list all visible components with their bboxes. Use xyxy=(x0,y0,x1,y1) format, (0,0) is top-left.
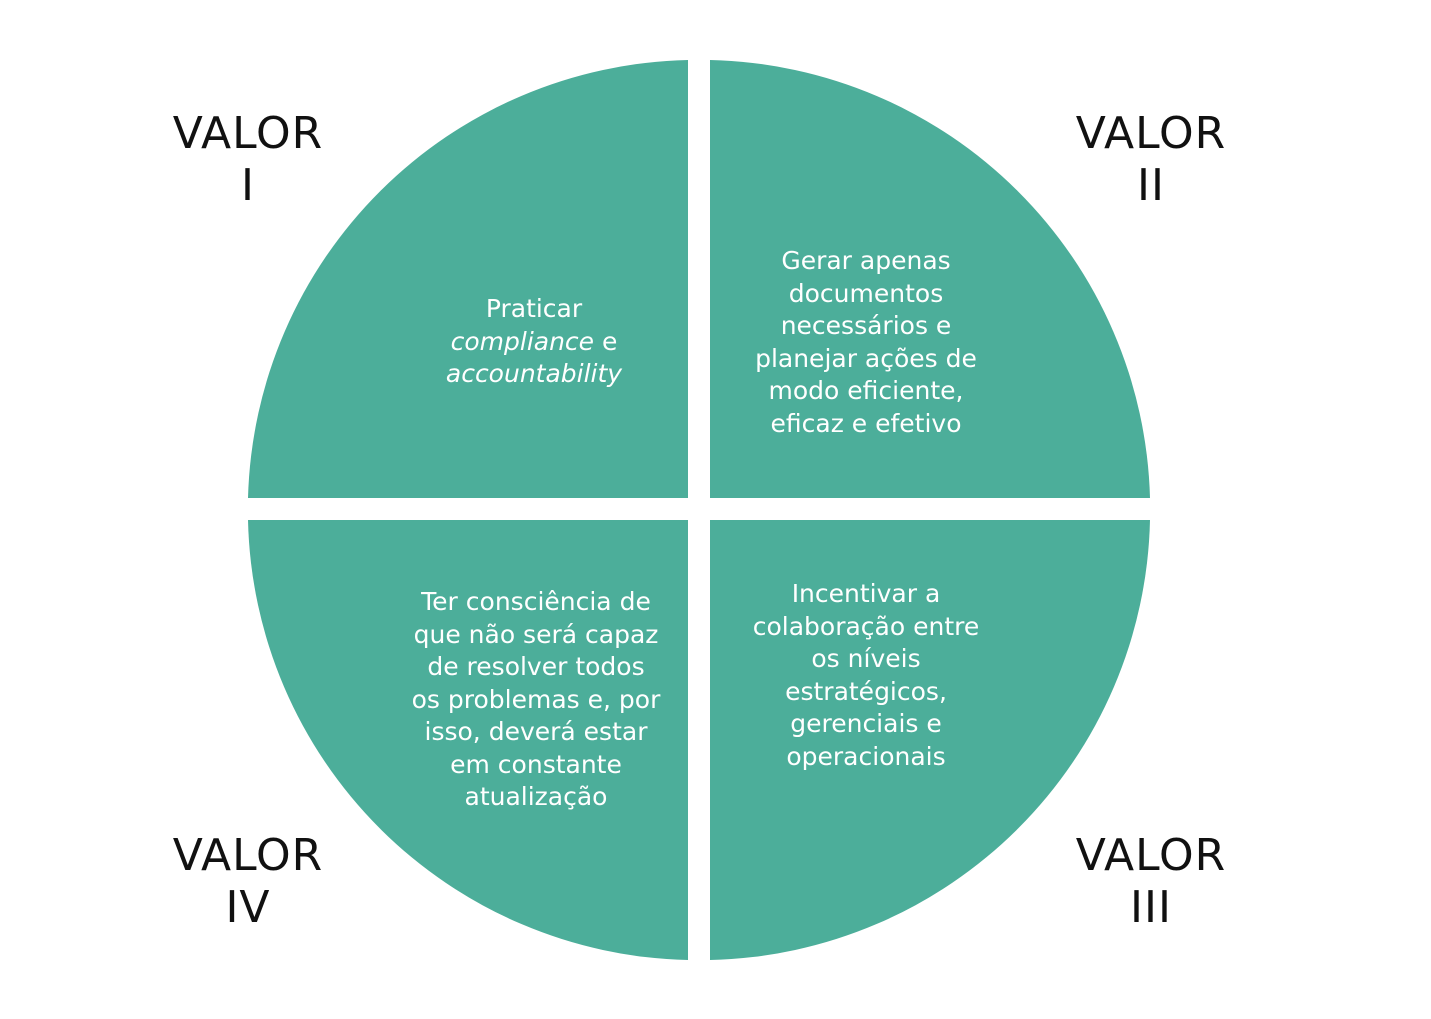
quadrant-I-text-line: Praticar xyxy=(404,293,664,326)
valor-II-numeral: II xyxy=(1137,160,1165,211)
text-run: Incentivar a xyxy=(791,579,941,608)
valor-III-label: VALOR III xyxy=(1041,830,1261,934)
quadrant-II-text-line: Gerar apenas xyxy=(726,245,1006,278)
quadrant-III-text-line: Incentivar a xyxy=(726,578,1006,611)
valor-II-label: VALOR II xyxy=(1041,108,1261,212)
quadrant-IV-text-line: em constante xyxy=(386,749,686,782)
valor-II-word: VALOR xyxy=(1075,108,1227,159)
quadrant-I-shape xyxy=(248,60,688,498)
quadrant-I-text-line: compliance e xyxy=(404,326,664,359)
text-run: operacionais xyxy=(786,741,946,771)
text-run: Ter consciência de xyxy=(421,587,651,616)
quadrant-III-text: Incentivar a colaboração entre os níveis es… xyxy=(726,578,1006,773)
text-run: eficaz e efetivo xyxy=(770,408,962,438)
text-run: de resolver todos xyxy=(427,652,645,681)
quadrant-IV-text-line: que não será capaz xyxy=(386,619,686,652)
italic-term: accountability xyxy=(445,359,623,388)
text-run: estratégicos, xyxy=(785,676,947,706)
text-run: atualização xyxy=(464,782,608,811)
valor-I-label: VALOR I xyxy=(138,108,358,212)
quadrant-III-text-line: estratégicos, xyxy=(726,676,1006,709)
quadrant-II-text-line: eficaz e efetivo xyxy=(726,408,1006,441)
italic-term: compliance xyxy=(450,326,595,356)
valor-III-word: VALOR xyxy=(1075,830,1227,881)
text-run: planejar ações de xyxy=(755,343,977,373)
quadrant-IV-text: Ter consciência de que não será capaz de r… xyxy=(386,586,686,814)
text-run: modo eficiente, xyxy=(768,376,964,405)
quadrant-II-text: Gerar apenas documentos necessários e plane… xyxy=(726,245,1006,440)
quadrant-II-text-line: documentos xyxy=(726,278,1006,311)
text-run: e xyxy=(594,326,618,356)
quadrant-II-text-line: modo eficiente, xyxy=(726,375,1006,408)
quadrant-IV-text-line: de resolver todos xyxy=(386,651,686,684)
text-run: documentos xyxy=(788,278,944,308)
quadrant-I-text-line: accountability xyxy=(404,358,664,391)
valor-IV-word: VALOR xyxy=(172,830,324,881)
text-run: necessários e xyxy=(780,311,952,340)
quadrant-IV-text-line: atualização xyxy=(386,781,686,814)
text-run: gerenciais e xyxy=(790,709,942,738)
quadrant-II-text-line: planejar ações de xyxy=(726,343,1006,376)
quadrant-III-shape xyxy=(710,520,1150,960)
quadrant-II-shape xyxy=(710,60,1150,498)
valor-III-numeral: III xyxy=(1130,882,1172,933)
quadrant-III-text-line: gerenciais e xyxy=(726,708,1006,741)
quadrant-III-text-line: colaboração entre xyxy=(726,611,1006,644)
quadrant-IV-text-line: Ter consciência de xyxy=(386,586,686,619)
quadrant-IV-text-line: os problemas e, por xyxy=(386,684,686,717)
quadrant-III-text-line: os níveis xyxy=(726,643,1006,676)
valor-I-word: VALOR xyxy=(172,108,324,159)
text-run: Gerar apenas xyxy=(781,246,951,275)
text-run: os níveis xyxy=(811,644,921,673)
quadrant-IV-text-line: isso, deverá estar xyxy=(386,716,686,749)
text-run: em constante xyxy=(450,749,622,779)
text-run: que não será capaz xyxy=(413,619,659,649)
quadrant-II-text-line: necessários e xyxy=(726,310,1006,343)
text-run: colaboração entre xyxy=(752,611,980,641)
quadrant-III-text-line: operacionais xyxy=(726,741,1006,774)
text-run: os problemas e, por xyxy=(411,684,661,714)
quadrant-IV-shape xyxy=(248,520,688,960)
text-run: Praticar xyxy=(485,294,583,323)
valor-IV-label: VALOR IV xyxy=(138,830,358,934)
valor-I-numeral: I xyxy=(241,160,255,211)
text-run: isso, deverá estar xyxy=(424,717,648,746)
valor-IV-numeral: IV xyxy=(225,882,271,933)
